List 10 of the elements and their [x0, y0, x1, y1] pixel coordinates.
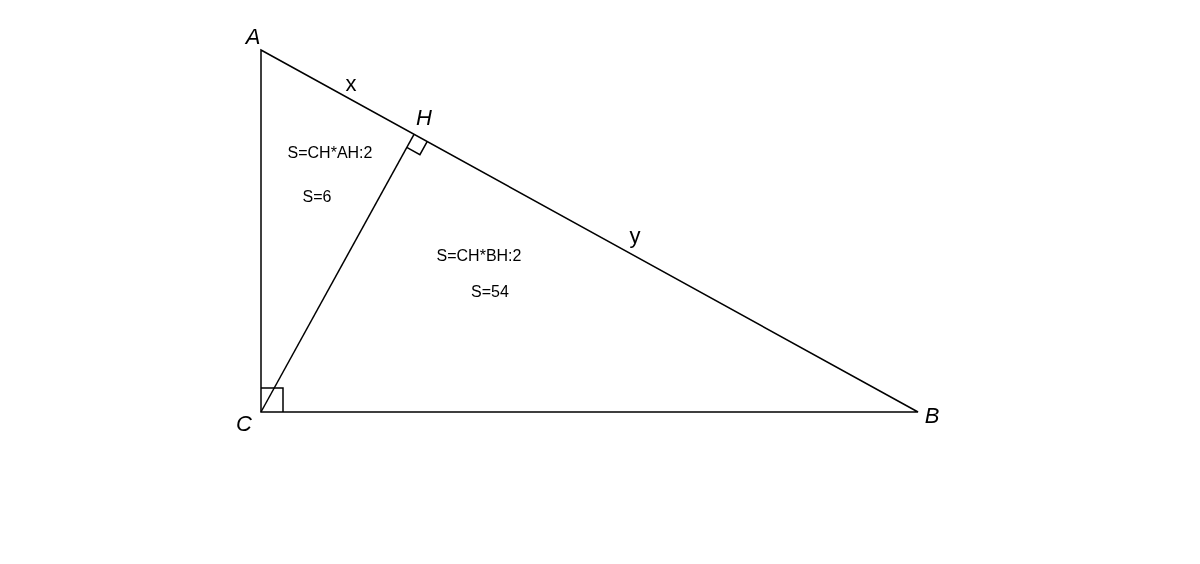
area-formula: S=6	[302, 189, 332, 205]
vertex-label: C	[236, 413, 252, 435]
area-formula: S=CH*AH:2	[287, 145, 373, 161]
vertex-label: H	[416, 107, 432, 129]
vertex-label: A	[245, 26, 261, 48]
segment-label: x	[345, 73, 357, 95]
segment-label: y	[629, 225, 641, 247]
area-formula: S=54	[471, 284, 509, 300]
area-formula: S=CH*BH:2	[436, 248, 522, 264]
vertex-label: B	[924, 405, 940, 427]
